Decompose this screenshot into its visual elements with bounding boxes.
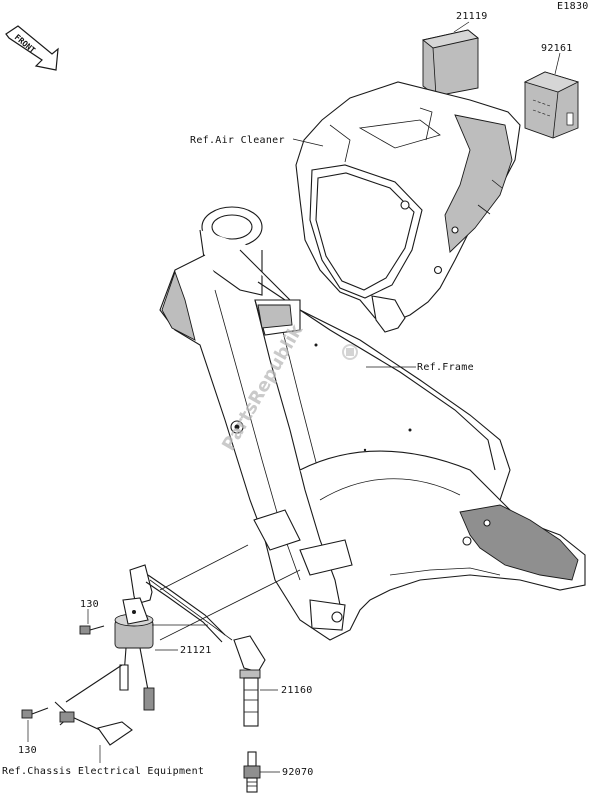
damper-92161[interactable] <box>523 71 580 139</box>
label-21160: 21160 <box>281 685 313 696</box>
ignition-coil-21121[interactable] <box>114 564 208 711</box>
label-21119: 21119 <box>456 11 488 22</box>
front-arrow-icon: FRONT <box>5 25 59 71</box>
bolt-130-bottom[interactable] <box>21 707 49 719</box>
frame <box>159 206 586 641</box>
plug-cap-21160[interactable] <box>233 635 266 727</box>
label-ref-chassis-electrical[interactable]: Ref.Chassis Electrical Equipment <box>2 766 204 777</box>
label-ref-frame[interactable]: Ref.Frame <box>417 362 474 373</box>
label-92070: 92070 <box>282 767 314 778</box>
label-130-top: 130 <box>80 599 99 610</box>
wiring-harness <box>54 664 133 746</box>
label-21121: 21121 <box>180 645 212 656</box>
watermark-logo-icon <box>342 344 358 360</box>
diagram-code: E1830 <box>557 1 589 12</box>
label-92161: 92161 <box>541 43 573 54</box>
spark-plug-92070[interactable] <box>243 751 261 793</box>
label-130-bottom: 130 <box>18 745 37 756</box>
air-cleaner-housing <box>295 81 521 333</box>
ecu-21119[interactable] <box>421 29 480 97</box>
label-ref-air-cleaner[interactable]: Ref.Air Cleaner <box>190 135 285 146</box>
bolt-130-top[interactable] <box>79 625 105 635</box>
